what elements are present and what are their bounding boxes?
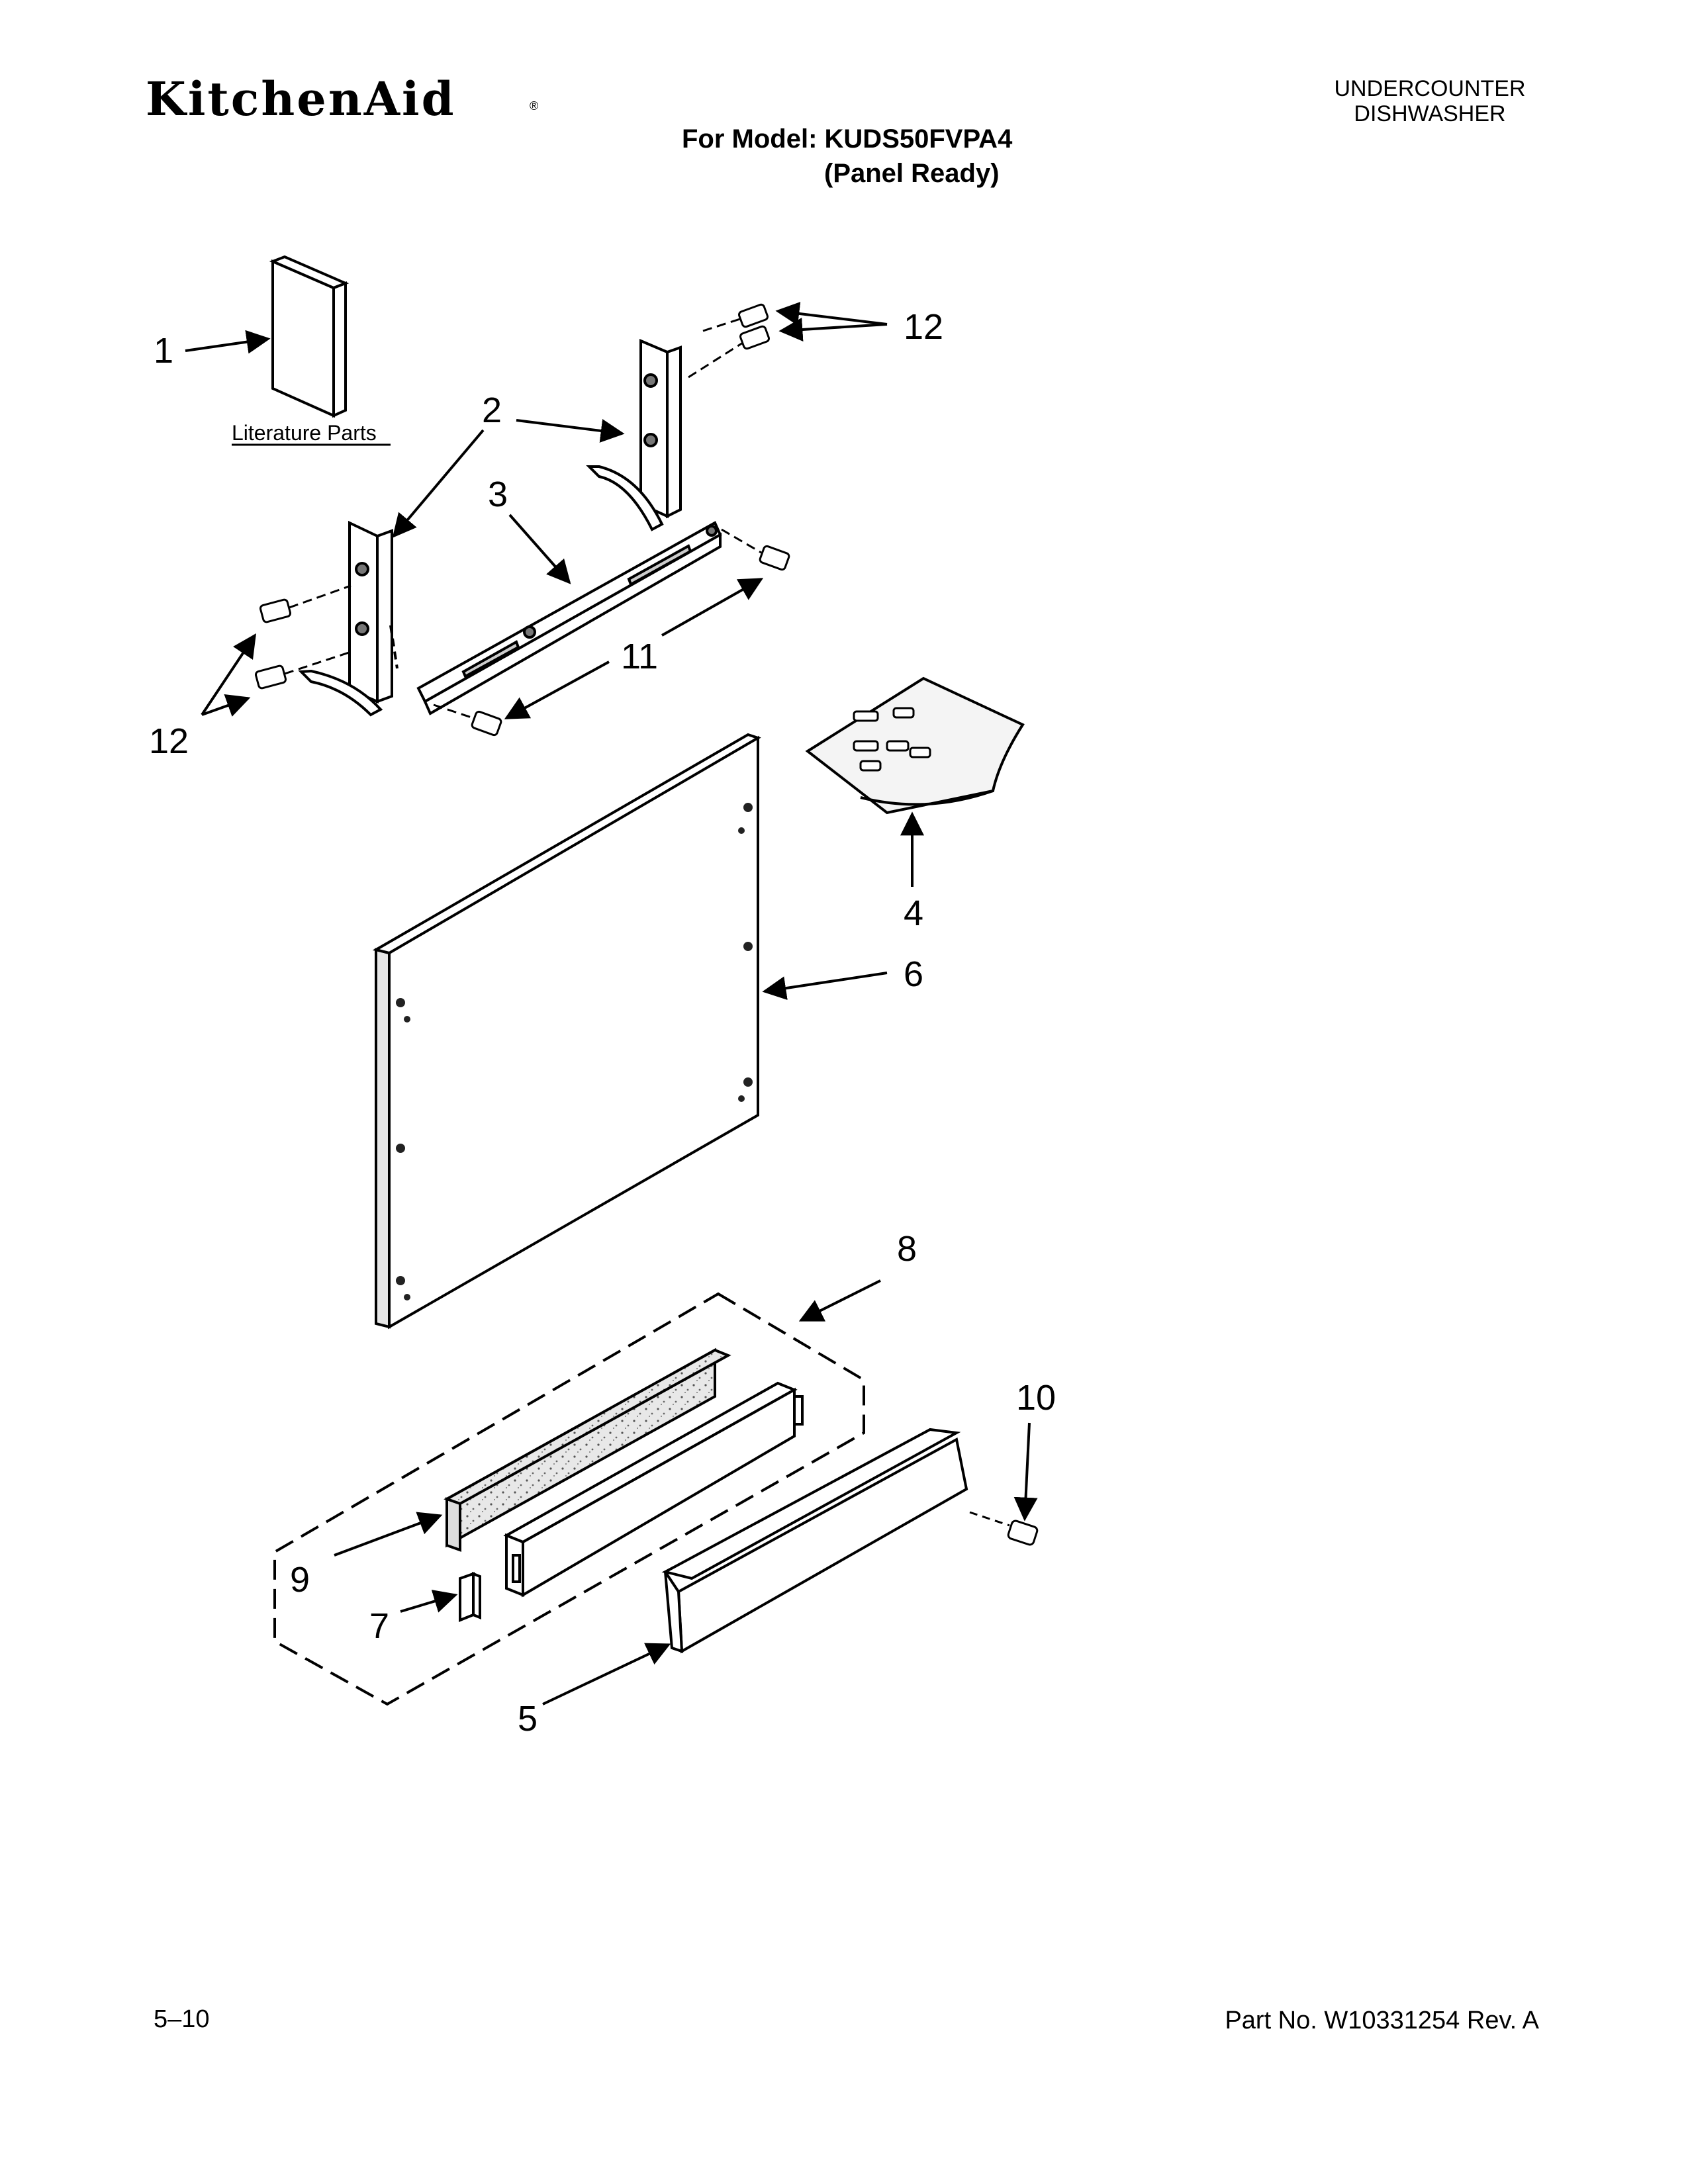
callout-6: 6 bbox=[904, 954, 923, 994]
callout-8: 8 bbox=[897, 1229, 917, 1269]
screw-top-right-2 bbox=[688, 325, 770, 379]
footer-date-code: 5–10 bbox=[154, 2005, 210, 2033]
appliance-line-2: DISHWASHER bbox=[1354, 101, 1506, 126]
appliance-line-1: UNDERCOUNTER bbox=[1334, 76, 1526, 101]
brand-logo: KitchenAid bbox=[146, 71, 456, 126]
toe-kick-clip bbox=[459, 1572, 481, 1622]
callout-4: 4 bbox=[904, 893, 923, 933]
callout-11: 11 bbox=[621, 637, 658, 676]
toe-panel-screw bbox=[969, 1511, 1039, 1546]
literature-parts-label: Literature Parts bbox=[232, 421, 377, 445]
door-panel bbox=[372, 733, 761, 1330]
callout-10: 10 bbox=[1016, 1378, 1056, 1418]
literature-parts-part: Literature Parts bbox=[232, 255, 391, 446]
callout-5: 5 bbox=[518, 1699, 538, 1739]
callout-9: 9 bbox=[290, 1560, 310, 1600]
toe-kick-kit-outline bbox=[273, 1292, 865, 1706]
callout-1: 1 bbox=[154, 331, 173, 371]
left-mounting-bracket bbox=[298, 520, 399, 717]
screw-left-1 bbox=[259, 584, 352, 623]
appliance-type: UNDERCOUNTER DISHWASHER bbox=[1297, 76, 1562, 126]
callout-leaders bbox=[185, 302, 1038, 1706]
callout-7: 7 bbox=[369, 1606, 389, 1646]
model-variant: (Panel Ready) bbox=[824, 159, 1000, 188]
callout-3: 3 bbox=[488, 475, 508, 514]
model-number: For Model: KUDS50FVPA4 bbox=[682, 124, 1013, 154]
hardware-bag bbox=[805, 676, 1025, 815]
callout-2: 2 bbox=[482, 390, 502, 430]
screw-left-2 bbox=[254, 651, 352, 690]
screw-crossbar-left bbox=[433, 704, 502, 737]
door-crossbar bbox=[416, 521, 722, 715]
toe-kick-channel bbox=[503, 1381, 804, 1598]
callout-12-top: 12 bbox=[904, 307, 943, 347]
screw-crossbar-right bbox=[721, 528, 790, 571]
callout-12-left: 12 bbox=[149, 721, 189, 761]
right-mounting-bracket bbox=[586, 338, 682, 531]
footer-part-number: Part No. W10331254 Rev. A bbox=[1225, 2007, 1539, 2034]
foam-insulation-strip bbox=[444, 1347, 731, 1552]
toe-panel bbox=[661, 1428, 968, 1654]
registered-mark: ® bbox=[530, 99, 539, 113]
screw-top-right-1 bbox=[702, 303, 769, 332]
